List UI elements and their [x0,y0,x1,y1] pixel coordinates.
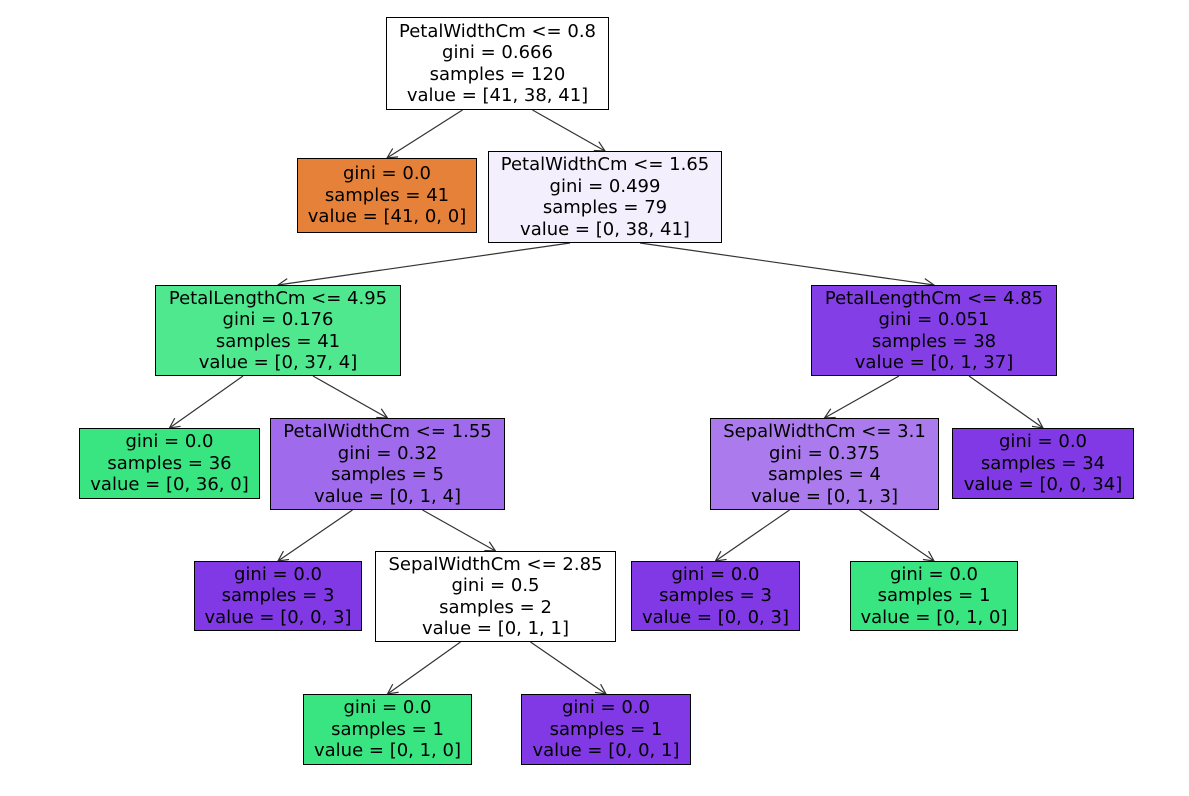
node-text-line: samples = 4 [768,464,881,485]
node-text-line: samples = 1 [331,718,444,740]
node-text-line: samples = 3 [221,585,335,607]
node-text-line: samples = 3 [659,585,772,607]
node-text-line: value = [0, 0, 34] [963,474,1123,496]
tree-edge-n0-n2 [532,109,606,151]
node-text-line: value = [0, 36, 0] [90,474,249,496]
tree-edge-n0-n1 [387,109,463,158]
node-text-line: gini = 0.0 [343,697,432,719]
tree-edge-n10-n11 [825,375,900,418]
node-text-line: gini = 0.0 [125,431,214,453]
node-text-line: gini = 0.0 [234,563,322,585]
tree-edge-n5-n7 [422,509,496,551]
node-text-line: PetalWidthCm <= 1.65 [500,154,710,175]
tree-edge-n2-n3 [278,242,571,285]
node-text-line: samples = 38 [871,330,997,352]
node-text-line: SepalWidthCm <= 3.1 [723,421,926,442]
node-text-line: samples = 34 [980,452,1106,474]
node-text-line: gini = 0.0 [562,697,650,719]
node-text-line: samples = 120 [429,63,566,85]
node-text-line: PetalWidthCm <= 0.8 [398,20,596,42]
node-text-line: samples = 36 [107,452,232,474]
node-text-line: gini = 0.499 [549,175,661,197]
node-text-line: samples = 79 [542,197,668,218]
node-text-line: PetalWidthCm <= 1.55 [283,421,492,442]
node-text-line: samples = 5 [331,464,444,485]
node-text-line: gini = 0.666 [442,42,553,63]
node-text-line: gini = 0.5 [451,575,540,596]
node-text-line: value = [0, 0, 1] [532,740,680,762]
node-text-line: samples = 1 [549,718,663,740]
node-text-line: value = [0, 1, 1] [422,618,569,639]
node-text-line: samples = 41 [215,330,341,352]
node-text-line: gini = 0.0 [890,563,978,585]
tree-edge-n7-n8 [388,641,461,694]
node-text-line: gini = 0.0 [999,431,1087,453]
node-text-line: value = [0, 1, 37] [854,352,1014,373]
tree-edge-n11-n12 [716,509,790,561]
tree-edge-n5-n6 [278,509,353,561]
tree-edge-n3-n5 [312,375,388,418]
node-text-line: samples = 1 [877,585,991,607]
tree-edge-n2-n10 [639,242,934,285]
node-text-line: value = [41, 0, 0] [307,206,467,228]
node-text-line: value = [0, 0, 3] [204,606,352,628]
node-text-line: value = [0, 1, 0] [860,606,1008,628]
node-text-line: gini = 0.051 [878,309,990,330]
tree-edge-n11-n13 [859,509,935,561]
node-text-line: samples = 2 [439,596,552,618]
node-text-line: gini = 0.0 [671,563,760,585]
node-text-line: value = [0, 0, 3] [642,606,789,628]
node-text-line: PetalLengthCm <= 4.95 [168,287,388,309]
node-text-line: gini = 0.375 [769,442,880,464]
node-text-line: value = [0, 1, 3] [751,485,898,507]
node-text-line: gini = 0.0 [343,163,431,185]
tree-edge-n10-n14 [968,375,1043,428]
node-text-line: gini = 0.176 [222,309,334,330]
tree-edge-n3-n4 [170,375,244,428]
tree-edge-n7-n9 [530,641,607,694]
node-text-line: gini = 0.32 [337,442,438,464]
node-text-line: samples = 41 [324,184,450,206]
node-text-line: PetalLengthCm <= 4.85 [824,287,1044,309]
node-text-line: value = [0, 1, 0] [314,740,461,762]
node-text-line: SepalWidthCm <= 2.85 [388,553,603,575]
node-text-line: value = [0, 1, 4] [314,485,461,507]
node-text-line: value = [0, 38, 41] [520,218,690,240]
node-text-line: value = [0, 37, 4] [198,352,358,373]
node-text-line: value = [41, 38, 41] [406,85,589,106]
